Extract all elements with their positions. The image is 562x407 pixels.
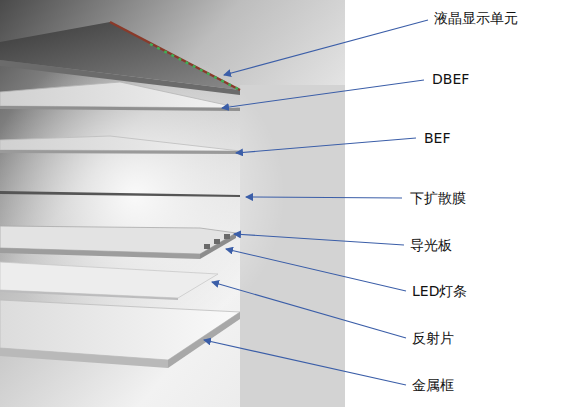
part-label: 液晶显示单元 [434, 9, 518, 27]
metal-frame-edge [0, 348, 168, 368]
lcd-panel-edge [0, 60, 240, 95]
leader-line [236, 138, 416, 153]
bef-edge [0, 150, 240, 154]
light-guide-edge [200, 233, 236, 259]
leader-line [234, 234, 404, 245]
leader-line [246, 197, 402, 198]
leader-line [212, 282, 406, 338]
part-label: 金属框 [412, 376, 454, 394]
diffuser-film [0, 191, 240, 197]
background-panel [0, 0, 345, 407]
part-label: DBEF [432, 70, 469, 88]
background-glow [0, 60, 300, 360]
light-guide-edge [0, 248, 200, 259]
part-label: 下扩散膜 [410, 189, 466, 207]
leader-line [222, 80, 424, 108]
lcd-pixel-dots [150, 44, 238, 89]
lcd-panel-rim [110, 22, 240, 90]
part-label: BEF [424, 129, 451, 147]
part-label: LED灯条 [412, 282, 467, 300]
led-chip [224, 234, 230, 239]
bef-film [0, 136, 240, 151]
part-label: 反射片 [412, 329, 454, 347]
led-chip [214, 239, 220, 244]
leader-line [226, 249, 406, 291]
leader-line [204, 340, 406, 385]
part-label: 导光板 [410, 236, 452, 254]
dbef-edge [0, 106, 240, 111]
led-chip [204, 244, 210, 249]
leader-line [224, 20, 428, 75]
reflector-edge [0, 290, 178, 300]
